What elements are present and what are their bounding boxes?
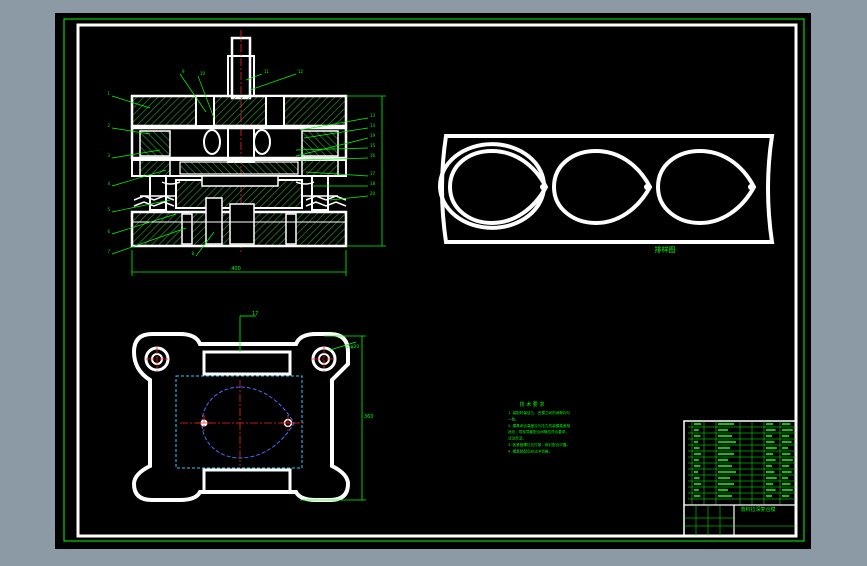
tech-req-line: 3. 各紧固螺钉应拧紧，销钉配合可靠。 [508, 442, 570, 447]
balloon-label: 16 [370, 153, 376, 158]
outer-border [63, 18, 805, 542]
overall-width-dim: 400 [231, 266, 241, 272]
strip-layout-label: 排样图 [655, 245, 676, 254]
leader-3: 3 [107, 149, 161, 159]
balloon-label: 7 [107, 249, 110, 254]
balloon-label: 10 [200, 71, 206, 76]
tech-req-lines: 1. 装配时保证凸、凹模之间的间隙均匀 一致。 2. 模具闭合高度应与压力机装模高… [508, 410, 570, 453]
balloon-label: 20 [370, 191, 376, 196]
title-block-grid [684, 421, 796, 536]
balloon-label: 4 [107, 181, 110, 186]
balloon-label: 9 [182, 69, 185, 74]
tech-req-line: 适应，导柱导套配合间隙应符合要求， [508, 429, 569, 434]
tech-req-line: 4. 模具装配后应试冲合格。 [508, 448, 552, 453]
tech-req-title: 技 术 要 求 [520, 401, 545, 408]
leader-12: 12 [249, 69, 304, 91]
sheet-background [55, 13, 811, 549]
technical-requirements[interactable]: 技 术 要 求 1. 装配时保证凸、凹模之间的间隙均匀 一致。 2. 模具闭合高度… [508, 401, 570, 453]
balloon-label: 1 [107, 91, 110, 96]
blank-outlines [447, 148, 757, 226]
leader-5: 5 [107, 199, 171, 213]
leader-7: 7 [107, 227, 187, 255]
balloon-label: 6 [107, 229, 110, 234]
title-block[interactable]: 落料拉深复合模 [683, 420, 797, 537]
balloon-label: 2 [107, 123, 110, 128]
balloon-label: 17 [370, 171, 376, 176]
tech-req-line: 2. 模具闭合高度应与压力机装模高度相 [508, 423, 570, 428]
plan-dimensions: 360 17 2-φ20 [239, 311, 374, 501]
balloon-label: 13 [370, 113, 376, 118]
die-block [161, 175, 315, 209]
leader-9: 9 [179, 69, 207, 113]
leader-14: 14 [303, 123, 376, 139]
balloon-label: 8 [191, 251, 194, 256]
leader-8: 8 [191, 231, 215, 257]
leader-15: 15 [295, 143, 376, 151]
drawing-title: 落料拉深复合模 [740, 506, 775, 513]
plan-height-dim: 360 [364, 414, 374, 420]
leader-20: 20 [329, 191, 376, 201]
plan-view[interactable]: 360 17 2-φ20 [131, 311, 374, 502]
section-dimensions: 400 [131, 95, 386, 276]
drawing-sheet [55, 13, 811, 549]
leader-17: 17 [305, 171, 376, 177]
leader-13: 13 [299, 113, 376, 131]
balloon-label: 19 [370, 133, 376, 138]
balloon-label: 3 [107, 153, 110, 158]
balloon-label: 12 [298, 69, 304, 74]
balloon-label: 5 [107, 207, 110, 212]
balloon-label: 11 [264, 69, 270, 74]
tech-req-line: 1. 装配时保证凸、凹模之间的间隙均匀 [508, 410, 570, 415]
plan-centerlines [146, 346, 336, 466]
leader-10: 10 [197, 71, 215, 119]
tech-req-line: 活动灵活。 [508, 436, 526, 441]
leader-6: 6 [107, 213, 177, 235]
balloon-label: 14 [370, 123, 376, 128]
hole-callout: 2-φ20 [346, 344, 359, 350]
leader-2: 2 [107, 123, 151, 135]
leader-1: 1 [107, 91, 151, 109]
springs [133, 195, 347, 207]
inner-frame [76, 23, 798, 538]
leader-18: 18 [312, 181, 376, 187]
leader-4: 4 [107, 169, 167, 187]
leader-16: 16 [299, 153, 376, 161]
tech-req-line: 一致。 [508, 416, 519, 421]
balloon-label: 15 [370, 143, 376, 148]
leader-19: 19 [295, 133, 376, 157]
balloon-label: 18 [370, 181, 376, 186]
upper-die-plate [130, 94, 348, 128]
die-outline-hidden [175, 375, 303, 469]
plan-balloon: 17 [252, 311, 258, 317]
strip-layout[interactable]: 排样图 [437, 134, 775, 254]
lower-die-plate [130, 197, 348, 248]
leader-11: 11 [245, 69, 270, 81]
